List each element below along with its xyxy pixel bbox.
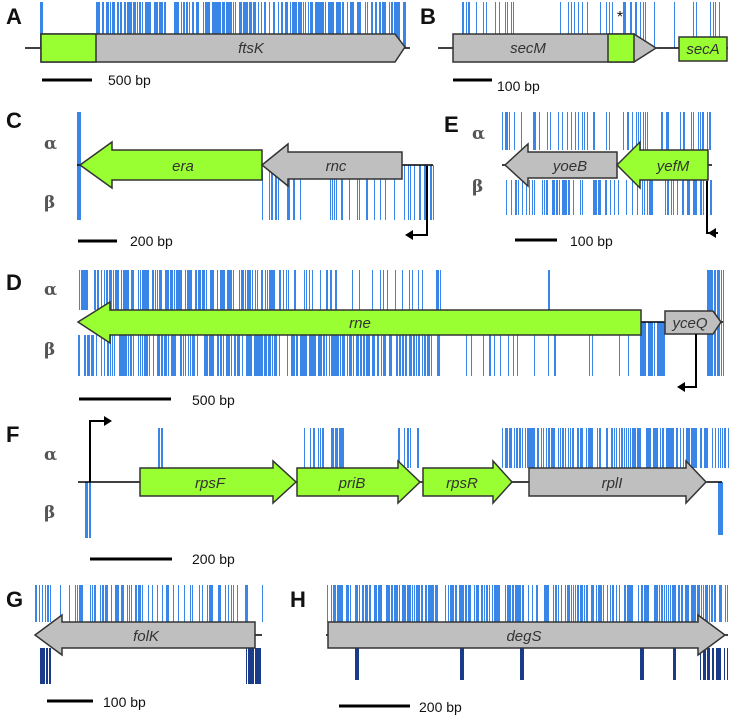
gene-arrow-yceQ <box>664 310 722 335</box>
promoter-arrowhead-e <box>708 228 716 238</box>
beta-label-f: β <box>44 503 55 523</box>
panel-a: A ftsK 500 bp <box>6 4 410 88</box>
gene-ftsK-green-segment <box>40 33 97 63</box>
scale-label-a: 500 bp <box>108 72 151 88</box>
scale-label-h: 200 bp <box>419 699 462 715</box>
gene-label-rplI: rplI <box>602 475 623 492</box>
gene-arrow-rpsR <box>422 459 514 505</box>
gene-arrow-folK <box>33 613 256 657</box>
scale-label-f: 200 bp <box>192 551 235 567</box>
asterisk-mark: * <box>617 9 623 26</box>
gene-arrow-rplI <box>528 459 708 505</box>
panel-label-g: G <box>6 587 23 612</box>
promoter-arrow-d <box>683 334 697 388</box>
scale-label-c: 200 bp <box>130 233 173 249</box>
scale-label-b: 100 bp <box>497 78 540 94</box>
gene-label-rpsR: rpsR <box>446 475 478 492</box>
gene-label-folK: folK <box>133 628 160 645</box>
scale-label-e: 100 bp <box>570 233 613 249</box>
panel-g: G folK 100 bp <box>6 587 262 710</box>
gene-arrow-rne <box>76 300 642 345</box>
panel-f: F α β rpsF priB rpsR rplI 200 bp <box>6 416 722 567</box>
gene-label-yoeB: yoeB <box>552 158 587 175</box>
gene-label-yefM: yefM <box>656 158 690 175</box>
gene-arrow-era <box>78 140 263 190</box>
panel-label-c: C <box>6 108 22 133</box>
panel-h: H degS 200 bp <box>290 587 728 715</box>
gene-arrow-priB <box>296 459 422 505</box>
panel-d: D α β rne yceQ 500 bp <box>6 270 723 408</box>
gene-arrow-secM <box>452 33 658 63</box>
panel-label-e: E <box>444 112 459 137</box>
gene-arrow-degS <box>327 613 727 657</box>
gene-label-rne: rne <box>349 315 371 332</box>
gene-label-era: era <box>172 158 194 175</box>
promoter-arrow-e <box>706 181 718 234</box>
gene-label-yceQ: yceQ <box>671 315 707 332</box>
beta-label-d: β <box>44 340 55 360</box>
panel-c: C α β era rnc 200 bp <box>6 108 433 249</box>
beta-label-e: β <box>472 177 483 197</box>
alpha-label-e: α <box>472 124 485 144</box>
alpha-label-c: α <box>44 134 57 154</box>
alpha-label-f: α <box>44 445 57 465</box>
promoter-arrow-f <box>89 420 106 482</box>
alpha-label-d: α <box>44 280 57 300</box>
gene-arrow-yefM <box>615 140 709 190</box>
scale-label-d: 500 bp <box>192 392 235 408</box>
gene-arrow-secA <box>678 36 728 62</box>
gene-label-rnc: rnc <box>326 158 347 175</box>
gene-arrow-rnc <box>260 142 403 188</box>
insertion-sites <box>35 2 729 684</box>
gene-arrow-rpsF <box>139 459 298 505</box>
gene-arrow-yoeB <box>503 142 618 188</box>
panel-b: B secM secA * 100 bp <box>420 4 728 94</box>
panel-label-d: D <box>6 270 22 295</box>
panel-label-h: H <box>290 587 306 612</box>
gene-secM-green-segment <box>607 33 635 63</box>
panel-label-a: A <box>6 4 22 29</box>
gene-label-secM: secM <box>510 40 546 57</box>
promoter-arrowhead-f <box>104 416 112 426</box>
beta-label-c: β <box>44 193 55 213</box>
gene-label-ftsK: ftsK <box>238 40 265 57</box>
gene-label-degS: degS <box>506 628 541 645</box>
promoter-arrowhead-c <box>405 230 413 240</box>
gene-label-secA: secA <box>686 41 719 58</box>
scale-label-g: 100 bp <box>103 694 146 710</box>
gene-label-priB: priB <box>338 475 366 492</box>
panel-label-f: F <box>6 422 19 447</box>
gene-label-rpsF: rpsF <box>195 475 226 492</box>
panel-label-b: B <box>420 4 436 29</box>
promoter-arrow-c <box>410 166 428 236</box>
panel-e: E α β yoeB yefM 100 bp <box>444 112 718 249</box>
promoter-arrowhead-d <box>677 382 685 392</box>
